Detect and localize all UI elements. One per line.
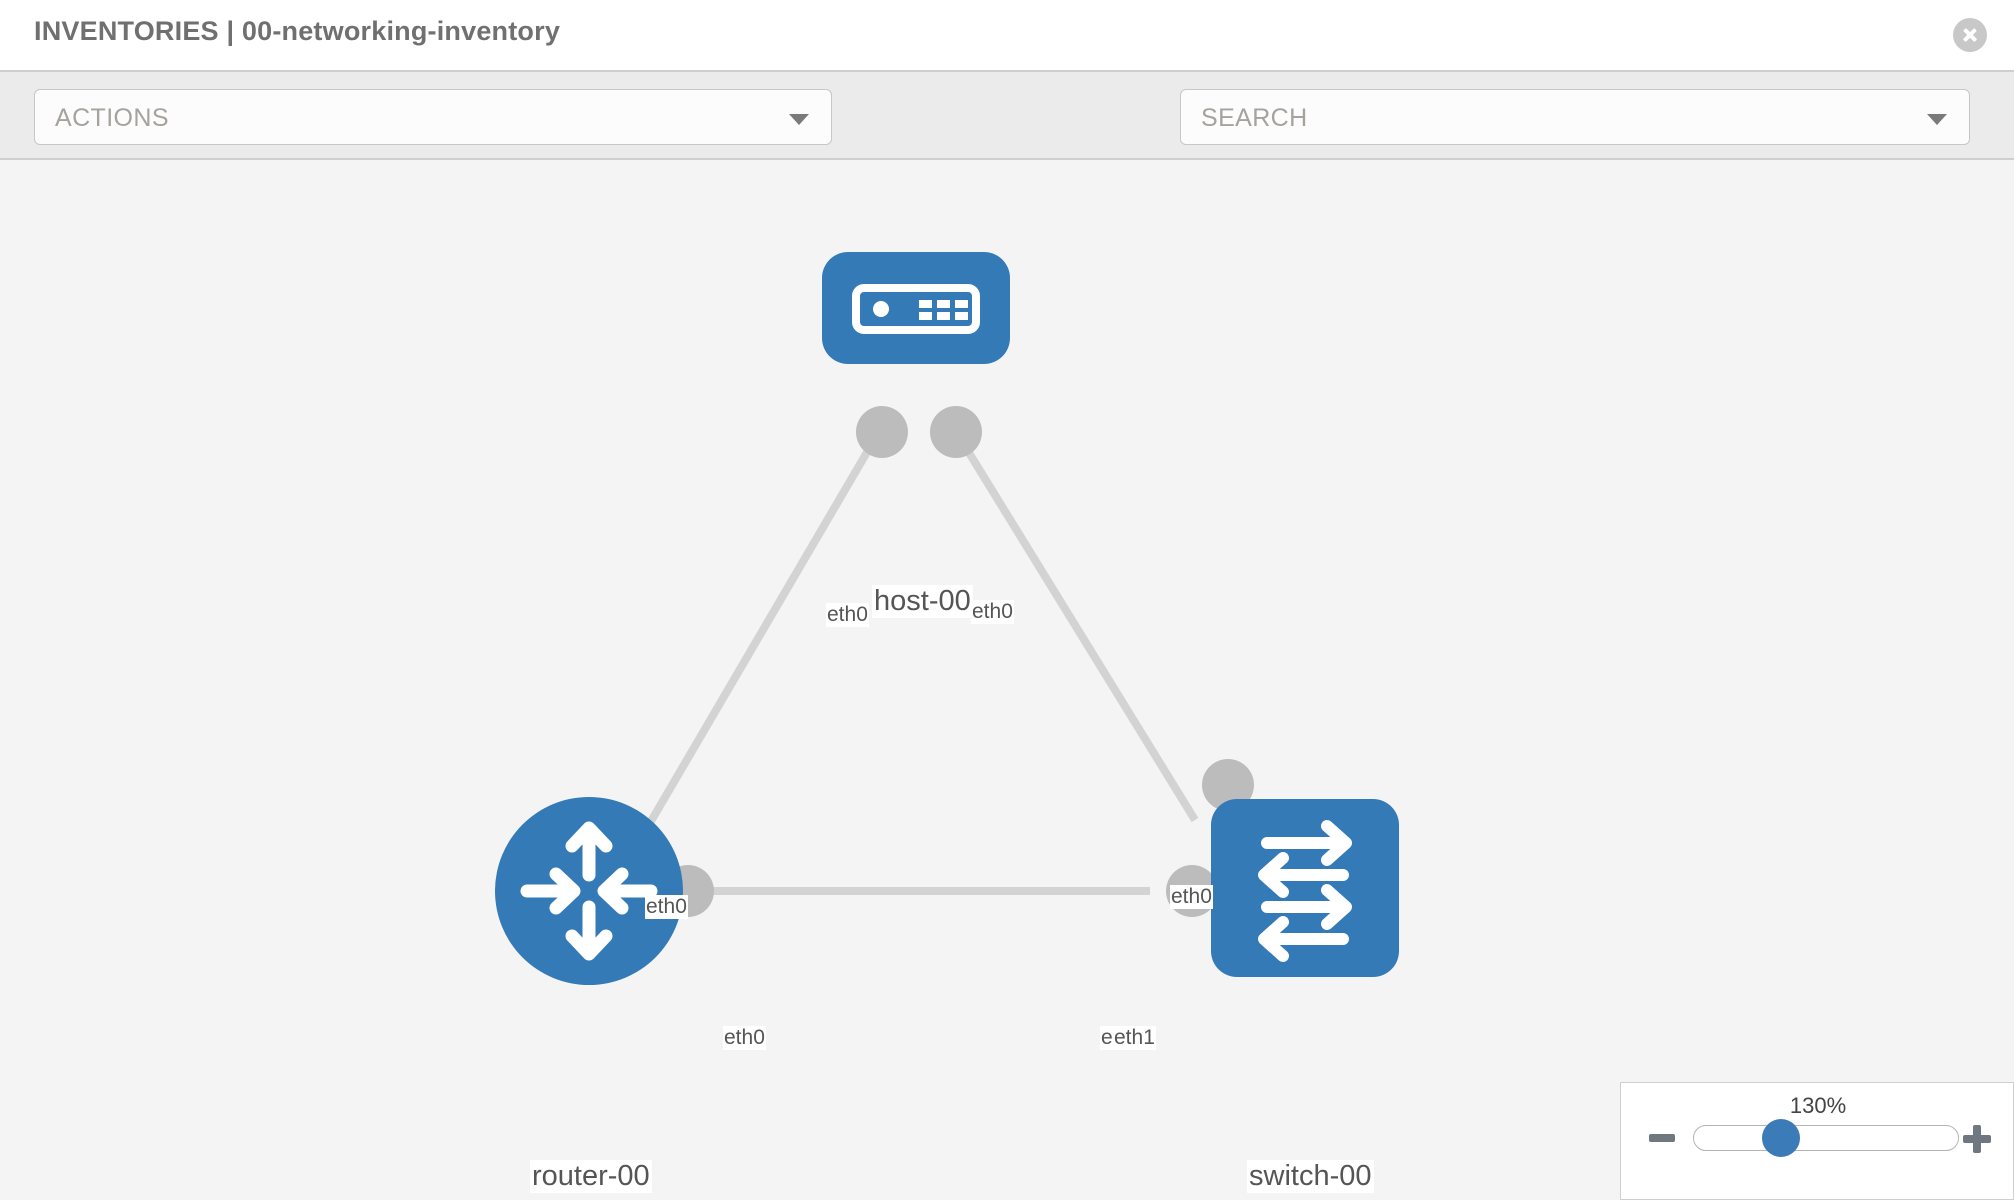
zoom-control-panel: 130% [1620, 1082, 2014, 1200]
close-icon[interactable] [1953, 18, 1987, 52]
zoom-out-button[interactable] [1649, 1134, 1675, 1142]
edge-group [636, 427, 1199, 895]
edge-label: eth0 [645, 895, 688, 919]
topology-canvas[interactable]: eth0 eth0 eth0 eth0 eth0 eth0 eth1 host-… [0, 160, 2014, 1200]
switch-icon [1258, 820, 1352, 962]
toolbar: ACTIONS SEARCH [0, 70, 2014, 205]
node-router-00-shape [495, 797, 683, 985]
node-switch-00 [1211, 799, 1399, 977]
server-icon [852, 284, 980, 334]
edge-host-router [636, 427, 884, 843]
actions-dropdown-label: ACTIONS [55, 104, 169, 132]
edge-label: eth1 [1113, 1026, 1156, 1050]
edge-host-switch [951, 427, 1199, 823]
edge-label: eth0 [826, 603, 869, 627]
node-label-router-00: router-00 [530, 1160, 652, 1193]
connector-dot [930, 406, 982, 458]
page-title: INVENTORIES | 00-networking-inventory [34, 16, 561, 46]
actions-dropdown[interactable]: ACTIONS [34, 89, 832, 145]
connector-group [662, 406, 1254, 917]
zoom-in-button[interactable] [1963, 1125, 1991, 1153]
search-input[interactable]: SEARCH [1180, 89, 1970, 145]
edge-label: eth0 [971, 600, 1014, 624]
zoom-slider-thumb[interactable] [1762, 1119, 1800, 1157]
topology-graph [495, 252, 1399, 985]
connector-dot [856, 406, 908, 458]
chevron-down-icon [1927, 114, 1947, 125]
node-router-00 [495, 797, 683, 985]
node-host-00-shape [822, 252, 1010, 364]
zoom-slider-track[interactable] [1693, 1125, 1959, 1151]
node-label-switch-00: switch-00 [1247, 1160, 1374, 1193]
page-header: INVENTORIES | 00-networking-inventory [0, 0, 2014, 70]
connector-dot [1202, 759, 1254, 811]
zoom-level-value: 130% [1789, 1093, 1847, 1118]
search-placeholder: SEARCH [1201, 104, 1308, 132]
chevron-down-icon [789, 114, 809, 125]
edge-label: eth0 [1170, 885, 1213, 909]
router-icon [520, 821, 658, 961]
node-host-00 [822, 252, 1010, 364]
edge-label: eth0 [723, 1026, 766, 1050]
node-label-host-00: host-00 [872, 585, 973, 618]
node-switch-00-shape [1211, 799, 1399, 977]
